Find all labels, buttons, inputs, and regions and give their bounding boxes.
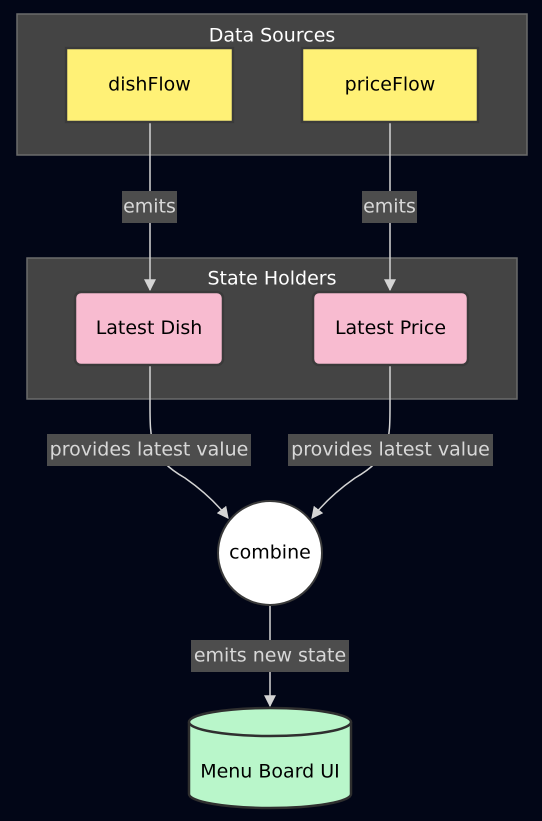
node-latest-dish-box [73,290,225,367]
node-latest-dish: Latest Dish [73,290,225,367]
edge-label-combine-emits: emits new state [191,640,349,672]
edge-label-dish-provides: provides latest value [47,434,251,466]
edge-line [149,366,229,519]
edge-label-price-provides: provides latest value [288,434,493,466]
edge-latest-price-to-combine [311,366,391,519]
node-combine: combine [217,500,323,606]
edge-label-bg [191,640,349,672]
node-combine-label: combine [229,542,311,564]
node-dish-flow-box [64,46,235,124]
node-price-flow-box [300,46,480,124]
cluster-state-holders-title: State Holders [208,268,337,290]
edge-label-text: emits new state [194,645,346,667]
edge-label-text: provides latest value [50,439,249,461]
node-menu-board-ui-cylinder-top [187,721,353,738]
edge-label-dish-emits: emits [122,191,177,223]
node-latest-dish-label: Latest Dish [96,317,203,339]
edge-label-text: emits [363,196,416,218]
node-menu-board-ui-label: Menu Board UI [200,761,340,783]
cluster-data-sources-title: Data Sources [209,25,336,47]
node-dish-flow-label: dishFlow [108,74,191,96]
node-dish-flow: dishFlow [64,46,235,124]
edge-label-bg [288,434,493,466]
edge-label-price-emits: emits [362,191,417,223]
edge-label-bg [122,191,177,223]
node-price-flow: priceFlow [300,46,480,124]
edge-latest-dish-to-combine [149,366,229,519]
node-latest-price-box [311,290,470,367]
node-latest-price: Latest Price [311,290,470,367]
edge-label-bg [362,191,417,223]
edge-label-bg [47,434,251,466]
node-combine-circle [217,500,323,606]
edge-label-text: emits [123,196,176,218]
node-menu-board-ui: Menu Board UI [187,706,353,810]
node-latest-price-label: Latest Price [335,317,446,339]
edge-label-text: provides latest value [291,439,490,461]
edge-line [311,366,391,519]
node-price-flow-label: priceFlow [345,74,436,96]
